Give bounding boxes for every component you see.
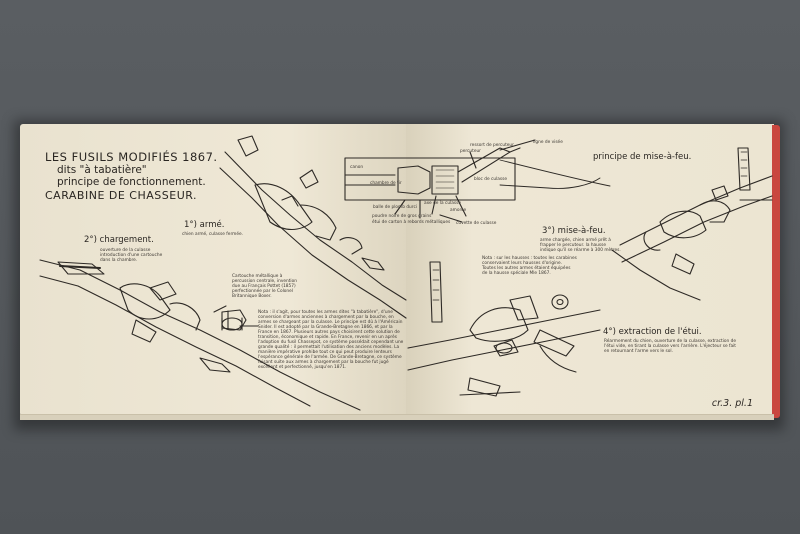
label-arme-note: chien armé, culasse fermée.: [182, 232, 243, 237]
page-title-line-4: CARABINE DE CHASSEUR.: [45, 189, 198, 202]
label-chargement: 2°) chargement.: [84, 235, 154, 245]
nota-left: Nota : il s'agit, pour toutes les armes …: [258, 310, 404, 370]
diagram-label-cuvette: cuvette de culasse: [456, 221, 497, 226]
label-arme: 1°) armé.: [184, 220, 225, 230]
left-page: [20, 124, 406, 416]
book-cover-edge: [772, 125, 780, 418]
rifle-extraction-drawing: [407, 261, 601, 397]
diagram-label-balle: balle de plomb durci: [373, 205, 418, 210]
page-edge: [20, 414, 774, 420]
page-title-line-3: principe de fonctionnement.: [57, 176, 206, 188]
cartridge-drawing: [221, 309, 247, 331]
label-mise-a-feu-note: arme chargée, chien armé prêt à frapper …: [540, 238, 621, 253]
plate-reference: cr.3. pl.1: [711, 398, 753, 409]
diagram-label-axe: axe de la culasse: [424, 201, 462, 206]
label-principe: principe de mise-à-feu.: [593, 152, 692, 162]
diagram-label-canon: canon: [350, 165, 364, 170]
label-extraction: 4°) extraction de l'étui.: [603, 327, 702, 337]
diagram-label-chambre: chambre de tir: [370, 181, 402, 186]
cross-section-diagram: [344, 139, 611, 223]
diagram-label-percuteur: percuteur: [460, 149, 481, 154]
cartridge-caption: Cartouche métallique à percussion centra…: [232, 274, 297, 299]
right-page: [406, 124, 774, 416]
nota-right: Nota : sur les hausses : toutes les cara…: [482, 256, 577, 276]
rifle-mise-a-feu-drawing: [611, 147, 773, 301]
diagram-label-amorce: amorce: [450, 208, 467, 213]
label-extraction-note: Réarmement du chien, ouverture de la cul…: [604, 339, 737, 354]
rifle-chargement-drawing: [39, 259, 361, 411]
diagram-label-bloc: bloc de culasse: [474, 177, 508, 182]
page-title-line-2: dits "à tabatière": [57, 164, 147, 176]
diagram-label-poudre: poudre noire de gros grains: [372, 214, 432, 219]
diagram-label-etui: étui de carton à rebords métalliques: [372, 220, 451, 225]
label-chargement-note: ouverture de la culasse introduction d'u…: [100, 248, 163, 263]
diagram-label-ressort: ressort de percuteur: [470, 143, 514, 148]
page-title-line-1: LES FUSILS MODIFIÉS 1867.: [45, 150, 218, 164]
diagram-label-ligne: ligne de visée: [533, 140, 563, 145]
rifle-arme-drawing: [219, 135, 407, 319]
label-mise-a-feu: 3°) mise-à-feu.: [542, 226, 606, 236]
